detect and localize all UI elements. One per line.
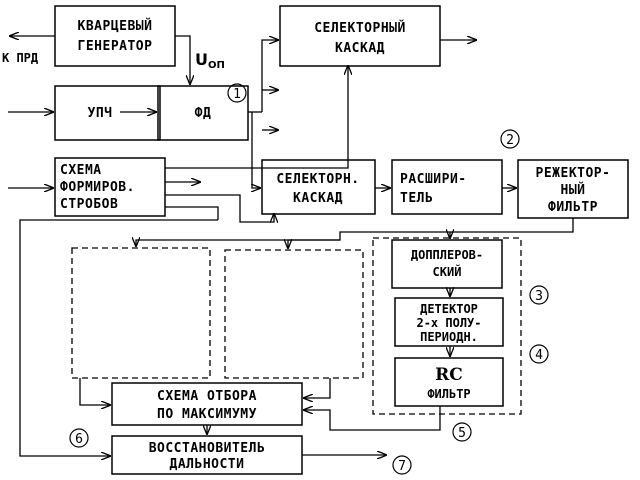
expander-block — [391, 159, 503, 215]
ipa-block — [54, 85, 161, 141]
selector-mid-label-2: КАСКАД — [293, 191, 343, 206]
arrow-channel2-max — [304, 378, 331, 398]
selector-cascade-mid-block — [261, 159, 376, 215]
notch-label-3: ФИЛЬТР — [548, 200, 598, 215]
strobe-output-c — [165, 206, 219, 220]
arrow-strobe-selector-top — [165, 66, 348, 169]
rc-label-2: ФИЛЬТР — [427, 387, 470, 401]
marker-circle-2 — [500, 129, 520, 149]
detector-label-2: 2-х ПОЛУ- — [416, 316, 481, 330]
notch-label-1: РЕЖЕКТОР- — [536, 166, 611, 181]
marker-circle-6 — [69, 428, 89, 448]
detector-block — [394, 297, 504, 347]
max-label-2: ПО МАКСИМУМУ — [157, 407, 257, 422]
arrow-channel1-max — [79, 378, 110, 405]
marker-3: 3 — [535, 289, 543, 304]
marker-circle-7 — [392, 455, 412, 475]
fd-label: ФД — [195, 106, 212, 121]
expander-label-1: РАСШИРИ- — [400, 172, 467, 187]
strobe-label-3: СТРОБОВ — [60, 197, 118, 212]
detector-label-3: ПЕРИОДН. — [420, 330, 478, 344]
dashed-channel-2 — [224, 249, 364, 379]
expander-label-2: ТЕЛЬ — [400, 191, 433, 206]
to-transmitter-label: К ПРД — [2, 51, 38, 65]
quartz-label-2: ГЕНЕРАТОР — [78, 39, 153, 54]
marker-circle-3 — [529, 285, 549, 305]
selector-top-label-1: СЕЛЕКТОРНЫЙ — [314, 20, 406, 36]
rc-filter-block — [394, 357, 504, 407]
marker-2: 2 — [506, 133, 514, 148]
uop-subscript: ОП — [208, 60, 225, 71]
selector-mid-label-1: СЕЛЕКТОРН. — [276, 172, 359, 187]
marker-5: 5 — [458, 426, 466, 441]
arrow-fd-selector-top — [261, 40, 278, 112]
uop-letter: U — [195, 50, 208, 69]
quartz-label-1: КВАРЦЕВЫЙ — [78, 18, 153, 34]
selector-cascade-top-block — [279, 5, 441, 67]
arrow-uop — [175, 35, 190, 84]
ipa-label: УПЧ — [88, 106, 113, 121]
arrow-notch-channel-1 — [136, 240, 340, 246]
marker-4: 4 — [535, 348, 543, 363]
arrow-rc-max — [304, 406, 441, 431]
rc-label-1: RC — [435, 365, 463, 385]
strobe-label-1: СХЕМА — [60, 163, 102, 178]
phase-detector-block — [157, 85, 249, 141]
strobe-label-2: ФОРМИРОВ. — [60, 180, 135, 195]
arrow-notch-channel-2 — [288, 218, 574, 248]
strobe-former-block — [54, 157, 166, 217]
doppler-label-1: ДОППЛЕРОВ- — [411, 248, 483, 262]
arrow-fd-selector-mid — [252, 112, 260, 188]
arrow-strobe-selector-mid — [165, 194, 274, 222]
selector-top-label-2: КАСКАД — [335, 41, 385, 56]
marker-circle-1 — [227, 83, 247, 103]
doppler-label-2: СКИЙ — [433, 264, 462, 279]
notch-label-2: НЫЙ — [561, 182, 586, 198]
restorer-label-2: ДАЛЬНОСТИ — [170, 457, 245, 472]
marker-circle-5 — [452, 422, 472, 442]
detector-label-1: ДЕТЕКТОР — [420, 302, 478, 316]
dashed-channel-1 — [71, 247, 211, 379]
quartz-generator-block — [54, 5, 176, 67]
restorer-label-1: ВОССТАНОВИТЕЛЬ — [149, 441, 266, 456]
max-label-1: СХЕМА ОТБОРА — [157, 389, 257, 404]
marker-circle-4 — [529, 344, 549, 364]
marker-7: 7 — [398, 459, 406, 474]
marker-1: 1 — [233, 87, 241, 102]
marker-6: 6 — [75, 432, 83, 447]
arrow-strobe-restorer — [19, 219, 218, 456]
